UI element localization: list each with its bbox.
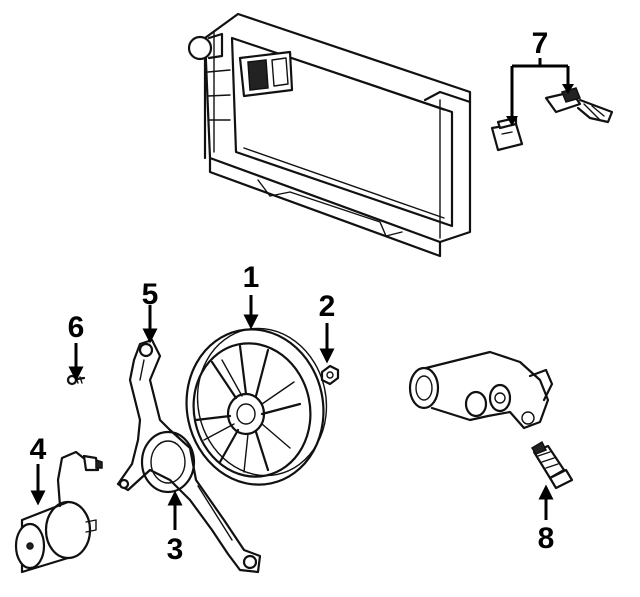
cooling-fan bbox=[185, 327, 328, 486]
callout-5: 5 bbox=[142, 278, 159, 311]
temperature-sensor bbox=[530, 440, 574, 490]
callout-8: 8 bbox=[538, 522, 555, 555]
callout-1: 1 bbox=[243, 261, 260, 294]
radiator-cap bbox=[187, 35, 213, 61]
callout-3: 3 bbox=[167, 533, 184, 566]
callout-6: 6 bbox=[68, 311, 85, 344]
leader-7 bbox=[510, 58, 570, 118]
bracket-bolt bbox=[138, 342, 154, 358]
callout-7: 7 bbox=[532, 27, 549, 60]
callout-labels: 1 2 3 4 5 6 7 8 bbox=[30, 27, 555, 566]
screw bbox=[66, 374, 86, 386]
nut bbox=[320, 364, 340, 386]
callout-4: 4 bbox=[30, 433, 47, 466]
fan-shroud-bracket bbox=[116, 338, 262, 574]
connector-socket bbox=[544, 87, 614, 124]
fan-motor bbox=[14, 450, 103, 574]
callout-leaders bbox=[30, 58, 574, 530]
radiator-label-plate bbox=[238, 50, 294, 98]
radiator bbox=[187, 12, 472, 258]
connector-plug bbox=[490, 116, 524, 152]
thermostat-housing bbox=[408, 350, 554, 430]
callout-2: 2 bbox=[319, 290, 336, 323]
